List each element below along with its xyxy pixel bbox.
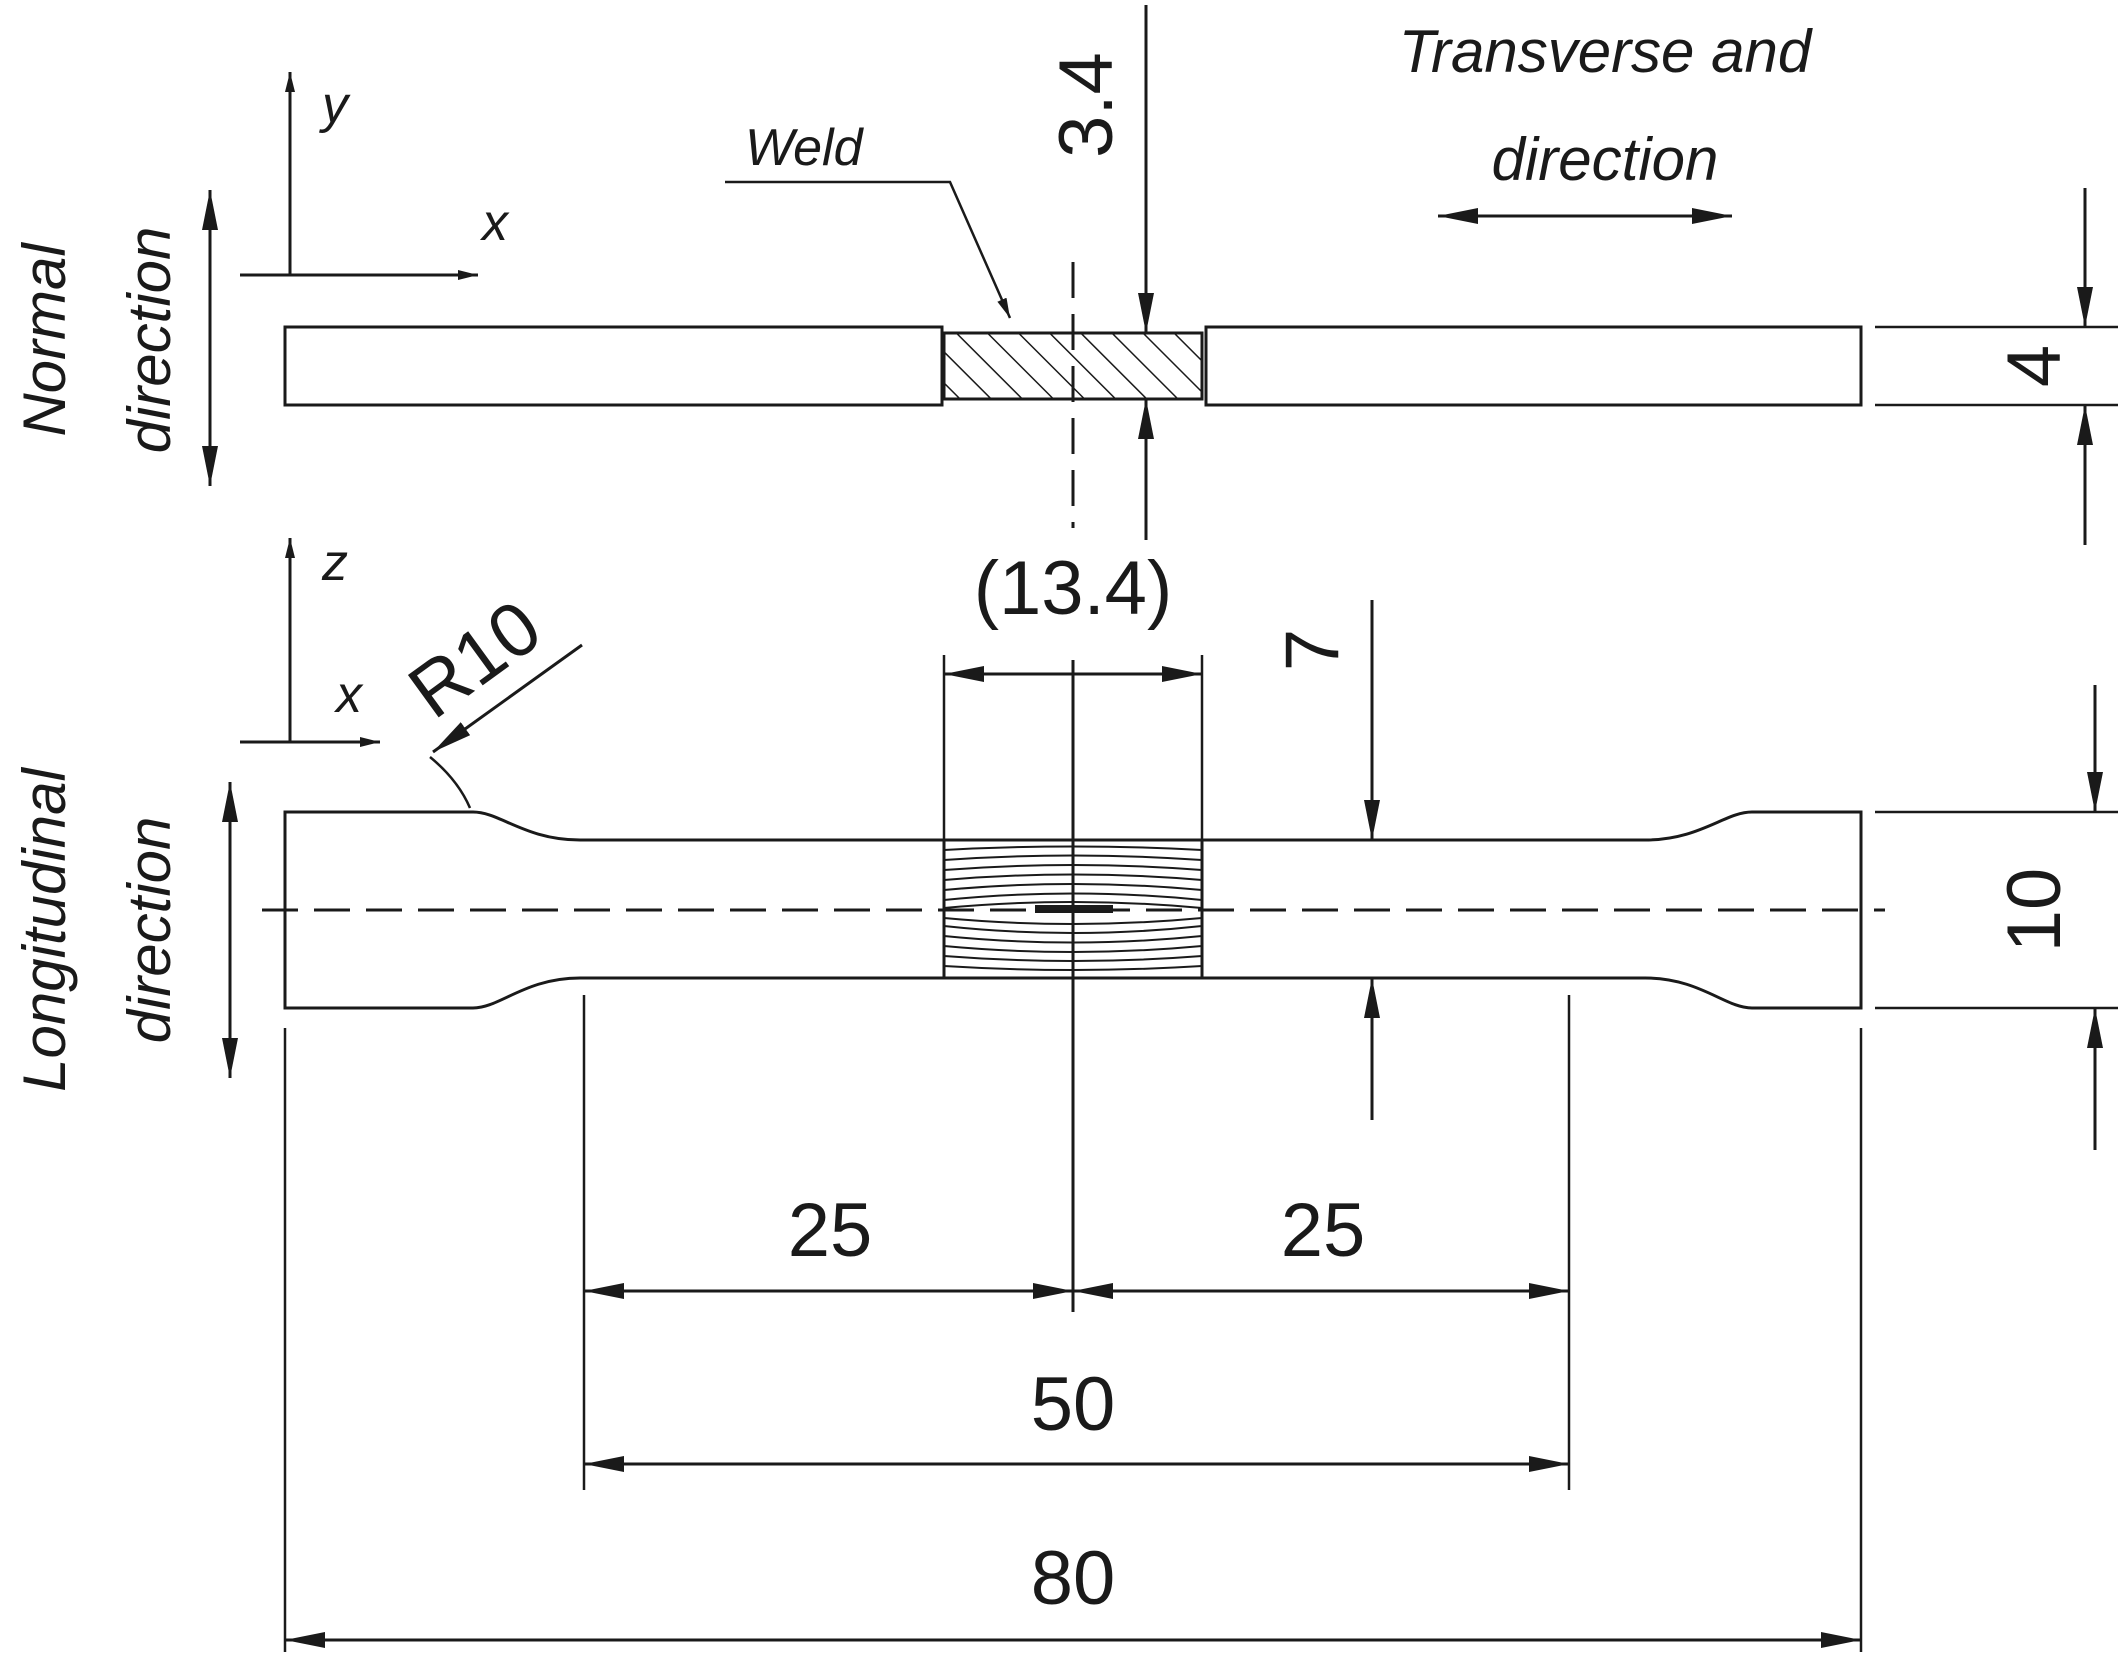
y-axis-label: y — [319, 76, 351, 134]
half-gauge-left-value: 25 — [788, 1188, 873, 1273]
longitudinal-direction-label-line2: direction — [116, 817, 183, 1044]
normal-direction-label-line2: direction — [116, 227, 183, 454]
coordinate-axes-bottom: z x — [240, 534, 380, 747]
radius-leader — [432, 643, 583, 754]
coordinate-axes-top: y x — [240, 72, 510, 280]
transverse-direction-label-line2: direction — [1492, 126, 1719, 193]
weld-label: Weld — [745, 119, 865, 177]
x-axis-label: x — [479, 194, 510, 252]
plan-view: z x Longitudinal direction — [11, 534, 2118, 1652]
normal-direction-label-line1: Normal — [11, 242, 78, 437]
right-plate-side — [1204, 325, 1863, 407]
weld-thickness-value: 3.4 — [1044, 52, 1129, 158]
longitudinal-direction-label-line1: Longitudinal — [11, 767, 78, 1092]
side-view: y x Normal direction Weld 3.4 Transverse… — [11, 5, 2118, 545]
half-gauge-right-value: 25 — [1281, 1188, 1366, 1273]
gauge-length-value: 50 — [1031, 1362, 1116, 1447]
radius-value: R10 — [394, 584, 557, 735]
specimen-outline — [283, 810, 1863, 1010]
x-axis-label-bottom: x — [333, 666, 364, 724]
plate-thickness-value: 4 — [1992, 345, 2077, 387]
grip-width-value: 10 — [1992, 868, 2077, 953]
total-length-value: 80 — [1031, 1536, 1116, 1621]
gauge-width-value: 7 — [1270, 629, 1355, 671]
z-axis-label: z — [321, 534, 348, 592]
radius-arc-mark — [429, 756, 472, 809]
left-plate-side — [283, 325, 944, 407]
weld-leader — [725, 180, 1012, 319]
transverse-direction-label-line1: Transverse and — [1399, 18, 1813, 85]
weld-width-value: (13.4) — [974, 546, 1173, 631]
